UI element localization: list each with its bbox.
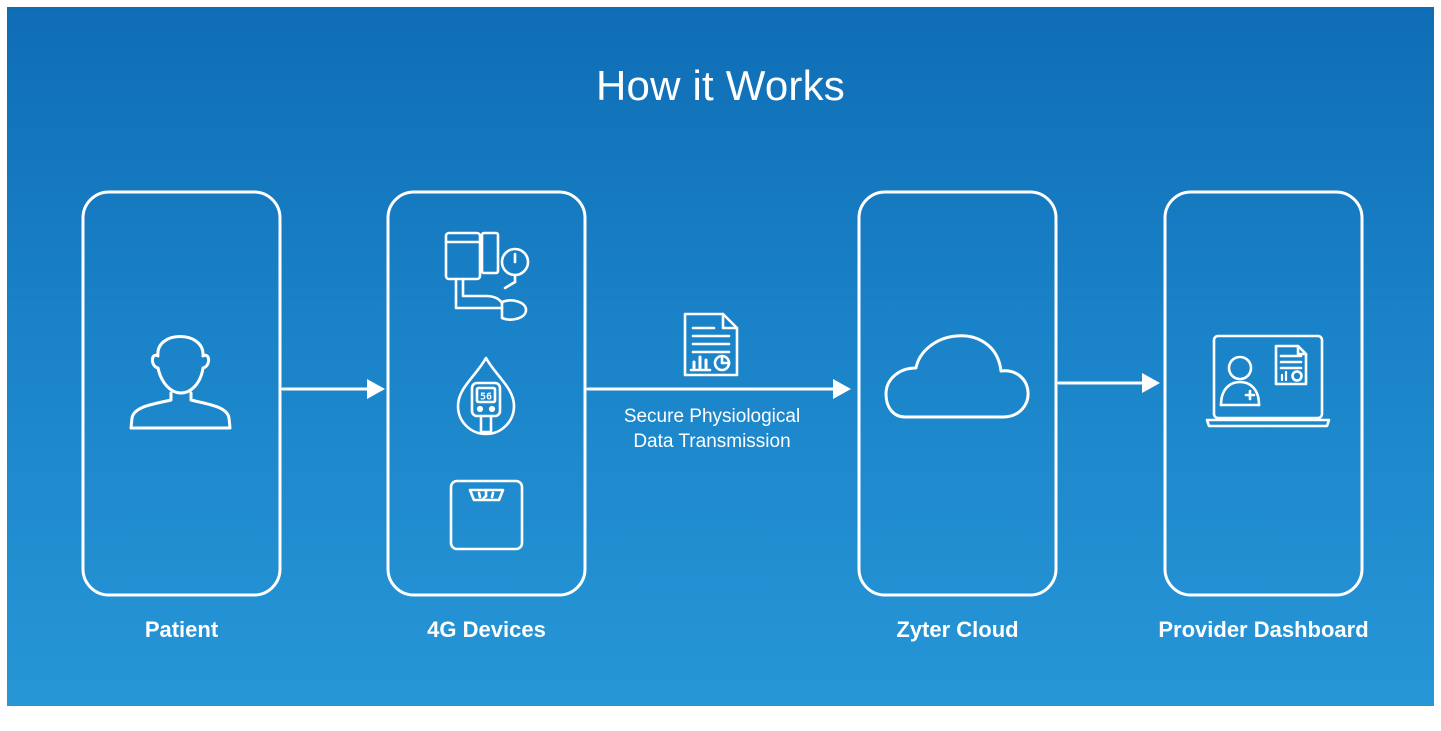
glucose-meter-icon: 56 <box>456 356 516 436</box>
stage-label-dashboard: Provider Dashboard <box>1158 617 1369 642</box>
transfer-label-line2: Data Transmission <box>633 431 791 452</box>
arrow-patient-to-devices <box>281 379 385 399</box>
arrow-devices-to-cloud <box>586 379 851 399</box>
dashboard-box <box>1163 190 1364 597</box>
arrow-cloud-to-dashboard <box>1057 373 1160 393</box>
report-document-icon <box>683 312 739 377</box>
stage-label-cloud: Zyter Cloud <box>896 617 1019 642</box>
weight-scale-icon <box>449 479 524 551</box>
devices-box <box>386 190 587 597</box>
flow-diagram: 56 <box>81 190 1364 597</box>
how-it-works-panel: How it Works <box>7 7 1434 706</box>
transfer-label: Secure Physiological Data Transmission <box>577 404 847 454</box>
transfer-label-line1: Secure Physiological <box>623 406 801 427</box>
stage-label-patient: Patient <box>144 617 219 642</box>
person-icon <box>129 335 232 430</box>
blood-pressure-monitor-icon <box>444 231 530 321</box>
glucose-display-text: 56 <box>480 392 492 403</box>
stage-label-devices: 4G Devices <box>427 617 546 642</box>
doctor-laptop-icon <box>1205 334 1331 428</box>
page-title: How it Works <box>596 62 845 109</box>
cloud-icon <box>884 334 1030 419</box>
patient-box <box>81 190 282 597</box>
cloud-box <box>857 190 1058 597</box>
